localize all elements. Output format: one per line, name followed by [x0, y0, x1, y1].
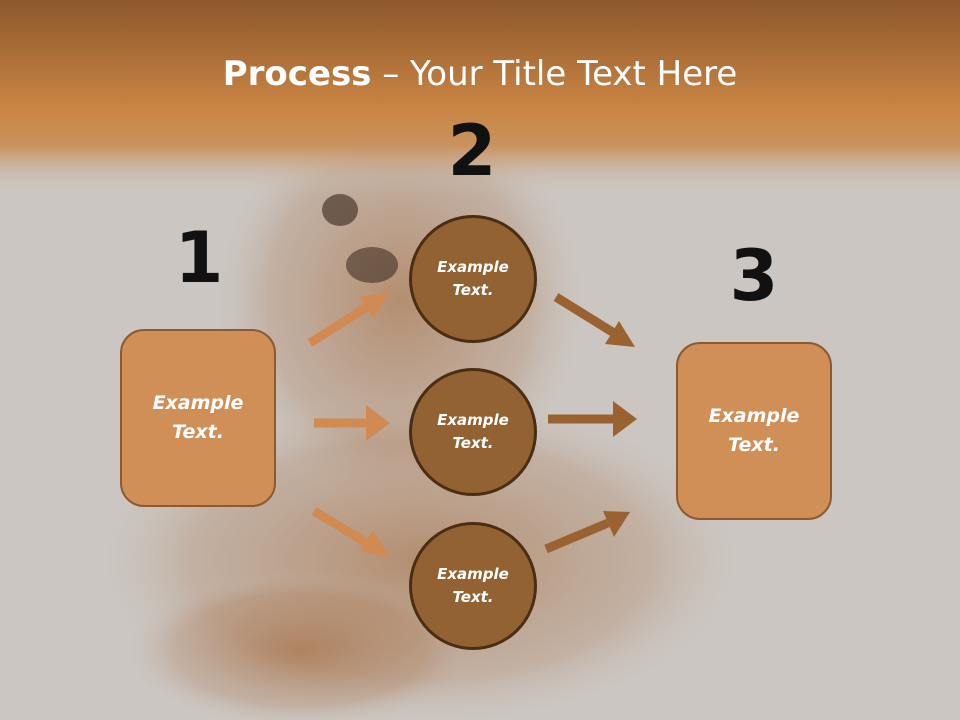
arrow-left-to-middle	[314, 405, 390, 441]
right-step-label: Example Text.	[708, 405, 800, 456]
step-number-1: 1	[174, 217, 224, 299]
left-step-label: Example Text.	[152, 392, 244, 443]
circle-bottom-label: Example Text.	[437, 565, 509, 606]
arrow-left-to-bottom	[311, 507, 390, 558]
circle-bottom: Example Text.	[409, 522, 537, 650]
arrow-middle-to-right	[548, 401, 637, 437]
slide-title: Process – Your Title Text Here	[0, 52, 960, 96]
right-step-box: Example Text.	[676, 342, 832, 520]
title-bold: Process	[222, 54, 372, 94]
title-rest: – Your Title Text Here	[371, 54, 738, 94]
circle-middle-label: Example Text.	[437, 411, 509, 452]
circle-top: Example Text.	[409, 215, 537, 343]
arrow-left-to-top	[307, 292, 390, 347]
step-number-2: 2	[447, 110, 497, 192]
circle-top-label: Example Text.	[437, 258, 509, 299]
arrow-top-to-right	[553, 293, 635, 347]
circle-middle: Example Text.	[409, 368, 537, 496]
left-step-box: Example Text.	[120, 329, 276, 507]
arrow-bottom-to-right	[544, 511, 630, 554]
step-number-3: 3	[729, 235, 779, 317]
